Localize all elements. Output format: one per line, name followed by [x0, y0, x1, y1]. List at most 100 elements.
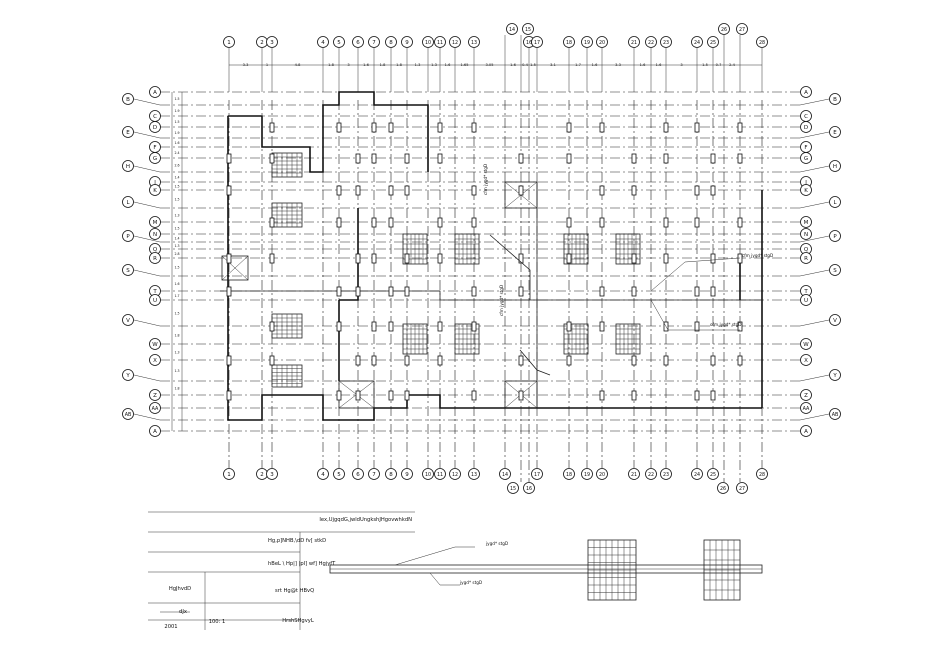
top-axis-bubble-28-text: 28 — [759, 40, 765, 46]
top-dimension-value: 1 — [266, 63, 268, 67]
bottom-axis-bubble-15-text: 15 — [510, 486, 516, 492]
structural-column — [694, 122, 700, 133]
left-axis-bubble-AA-text: AA — [152, 406, 159, 412]
row-dimension-value: 1.9 — [174, 109, 179, 113]
bottom-axis-bubble-23 — [660, 468, 672, 480]
top-axis-bubble-3-text: 3 — [270, 40, 274, 46]
left-axis-bubble-W — [149, 338, 161, 350]
structural-column — [355, 390, 361, 401]
structural-column — [737, 122, 743, 133]
structural-column — [336, 390, 342, 401]
top-axis-bubble-16-text: 16 — [526, 40, 532, 46]
structural-column — [518, 185, 524, 196]
left-axis-bubble-X — [149, 354, 161, 366]
top-axis-bubble-8-text: 8 — [389, 40, 393, 46]
right-axis-bubble-R — [800, 252, 812, 264]
structural-column — [471, 390, 477, 401]
bottom-axis-bubble-4 — [317, 468, 329, 480]
structural-column — [663, 355, 669, 366]
bottom-axis-bubble-10-text: 10 — [425, 472, 431, 478]
right-axis-leader — [799, 319, 830, 327]
structural-column — [631, 185, 637, 196]
structural-column — [404, 355, 410, 366]
structural-column — [404, 185, 410, 196]
right-axis-leader — [799, 165, 830, 173]
section-leader — [429, 572, 460, 586]
bottom-axis-bubble-17-text: 17 — [534, 472, 540, 478]
right-axis-leader — [799, 98, 830, 106]
top-dimension-value: 3 — [347, 63, 349, 67]
beam-annotation: ofm jygd* stgD — [710, 322, 742, 327]
left-axis-bubble-P-text: P — [126, 234, 130, 240]
row-dimension-value: 1.8 — [174, 334, 179, 338]
bottom-axis-bubble-7-text: 7 — [372, 472, 376, 478]
top-axis-bubble-6-text: 6 — [356, 40, 360, 46]
structural-column — [371, 122, 377, 133]
top-axis-bubble-14-text: 14 — [509, 27, 515, 33]
structural-column — [355, 355, 361, 366]
left-axis-leader — [133, 319, 161, 327]
structural-column — [437, 122, 443, 133]
structural-column — [388, 185, 394, 196]
structural-column — [694, 286, 700, 297]
row-dimension-value: 1.8 — [174, 387, 179, 391]
bottom-axis-bubble-13-text: 13 — [471, 472, 477, 478]
left-axis-bubble-C-text: C — [153, 114, 157, 120]
structural-column — [269, 153, 275, 164]
structural-column — [226, 286, 232, 297]
row-dimension-value: 1.5 — [174, 120, 179, 124]
top-dimension-value: 1.5 — [530, 63, 536, 67]
structural-column — [599, 185, 605, 196]
top-axis-bubble-8 — [385, 36, 397, 48]
structural-column — [269, 355, 275, 366]
right-axis-bubble-A-text: A — [804, 429, 808, 435]
left-axis-bubble-Z-text: Z — [153, 393, 157, 399]
top-axis-bubble-20-text: 20 — [599, 40, 605, 46]
bottom-axis-bubble-23-text: 23 — [663, 472, 669, 478]
row-dimension-value: 1.3 — [174, 351, 179, 355]
bottom-axis-bubble-26 — [717, 482, 729, 494]
left-axis-bubble-D — [149, 121, 161, 133]
structural-column — [599, 390, 605, 401]
right-axis-leader — [799, 131, 830, 139]
structural-column — [388, 286, 394, 297]
structural-column — [388, 217, 394, 228]
structural-column — [226, 153, 232, 164]
structural-column — [437, 355, 443, 366]
top-dimension-value: 4.8 — [295, 63, 301, 67]
top-dimension-value: 1.65 — [460, 63, 468, 67]
legend-row: srt Hg@t HBvQ — [275, 588, 314, 594]
bottom-axis-bubble-1 — [223, 468, 235, 480]
left-axis-leader — [133, 165, 161, 173]
bottom-axis-bubble-21-text: 21 — [631, 472, 637, 478]
left-axis-bubble-AB-text: AB — [125, 412, 132, 418]
bottom-axis-bubble-10 — [422, 468, 434, 480]
row-dimension-value: 1.5 — [174, 97, 179, 101]
right-axis-bubble-C-text: C — [804, 114, 808, 120]
right-axis-bubble-F-text: F — [804, 145, 807, 151]
left-axis-bubble-R-text: R — [153, 256, 157, 262]
structural-column — [631, 153, 637, 164]
left-axis-bubble-M — [149, 216, 161, 228]
right-axis-bubble-P-text: P — [833, 234, 837, 240]
top-axis-bubble-28 — [756, 36, 768, 48]
left-axis-leader — [133, 413, 161, 421]
left-axis-bubble-A-text: A — [153, 90, 157, 96]
structural-column — [471, 217, 477, 228]
top-axis-bubble-12 — [449, 36, 461, 48]
bottom-axis-bubble-24-text: 24 — [694, 472, 700, 478]
structural-column — [226, 253, 232, 264]
right-axis-bubble-V-text: V — [833, 318, 837, 324]
top-axis-bubble-6 — [352, 36, 364, 48]
top-axis-bubble-7-text: 7 — [372, 40, 376, 46]
top-axis-bubble-17 — [531, 36, 543, 48]
row-dimension-value: 1.4 — [174, 237, 179, 241]
row-dimension-value: 1.5 — [174, 266, 179, 270]
shaft-void-diag — [221, 255, 249, 281]
structural-column — [269, 217, 275, 228]
section-annotation: jygd* stgD — [459, 580, 482, 585]
title-block — [148, 507, 433, 632]
structural-column — [599, 321, 605, 332]
top-dimension-value: 1.7 — [575, 63, 581, 67]
